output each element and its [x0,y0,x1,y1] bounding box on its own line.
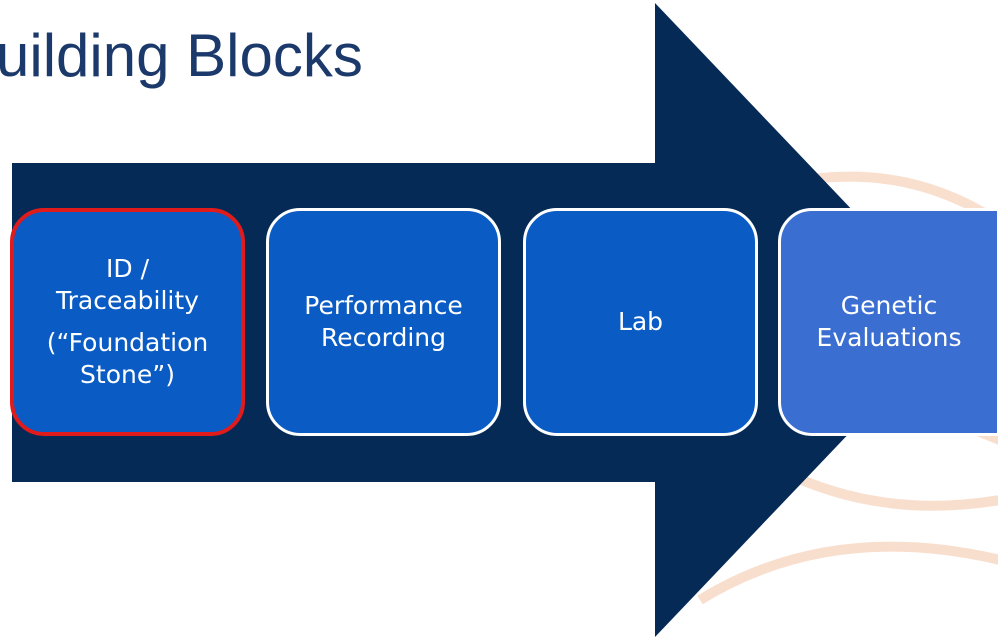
step-label-line: Performance [304,291,463,320]
step-label-line: Recording [320,323,447,352]
step-box-performance-recording: Performance Recording [266,208,501,436]
step-box-genetic-evaluations: Genetic Evaluations [778,208,998,436]
slide-title: uilding Blocks [0,22,363,89]
step-box-lab: Lab [523,208,758,436]
step-label-line: ID / [106,254,149,283]
step-label-line: Traceability [56,286,199,315]
step-label-line: Genetic [840,291,938,320]
step-box-id-traceability: ID / Traceability (“Foundation Stone”) [10,208,245,436]
step-label-line: (“Foundation [46,328,209,357]
step-label-line: Evaluations [816,323,962,352]
step-label-line: Stone”) [80,360,175,389]
step-label-line: Lab [617,307,664,336]
